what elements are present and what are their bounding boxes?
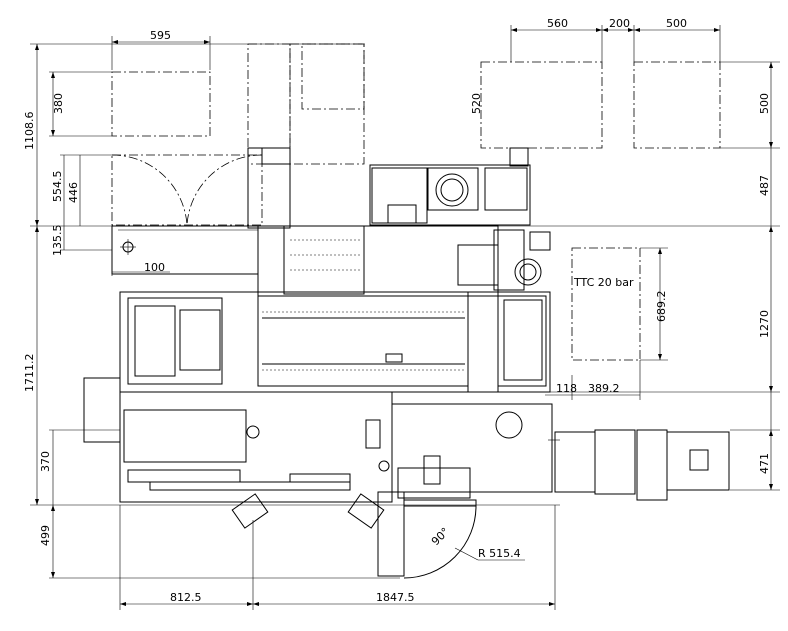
dim-812: 812.5	[170, 591, 202, 604]
dim-370: 370	[39, 451, 52, 472]
dim-135: 135.5	[51, 225, 64, 257]
dim-446: 446	[67, 182, 80, 203]
dim-1270: 1270	[758, 310, 771, 338]
envelope-outlines	[111, 43, 721, 361]
dim-520: 520	[470, 93, 483, 114]
dim-500-right: 500	[758, 93, 771, 114]
dim-499: 499	[39, 525, 52, 546]
dim-1711: 1711.2	[23, 354, 36, 393]
machine-body	[83, 147, 730, 579]
dimension-texts: 595 560 200 500 380 520 500 1108.6 554.5…	[23, 17, 771, 604]
arrow-heads	[35, 28, 773, 606]
dim-200: 200	[609, 17, 630, 30]
dim-471: 471	[758, 453, 771, 474]
dim-100: 100	[144, 261, 165, 274]
dim-560: 560	[547, 17, 568, 30]
dim-500-top: 500	[666, 17, 687, 30]
dim-487: 487	[758, 175, 771, 196]
dim-1108: 1108.6	[23, 112, 36, 151]
dim-380: 380	[52, 93, 65, 114]
dim-angle: 90°	[429, 525, 452, 548]
dim-595: 595	[150, 29, 171, 42]
dim-radius: R 515.4	[478, 547, 521, 560]
reference-mark-icon	[120, 239, 136, 255]
dim-689: 689.2	[655, 291, 668, 323]
dim-389: 389.2	[588, 382, 620, 395]
dim-554: 554.5	[51, 171, 64, 203]
ttc-label: TTC 20 bar	[573, 276, 634, 289]
dim-118: 118	[556, 382, 577, 395]
dim-1847: 1847.5	[376, 591, 415, 604]
